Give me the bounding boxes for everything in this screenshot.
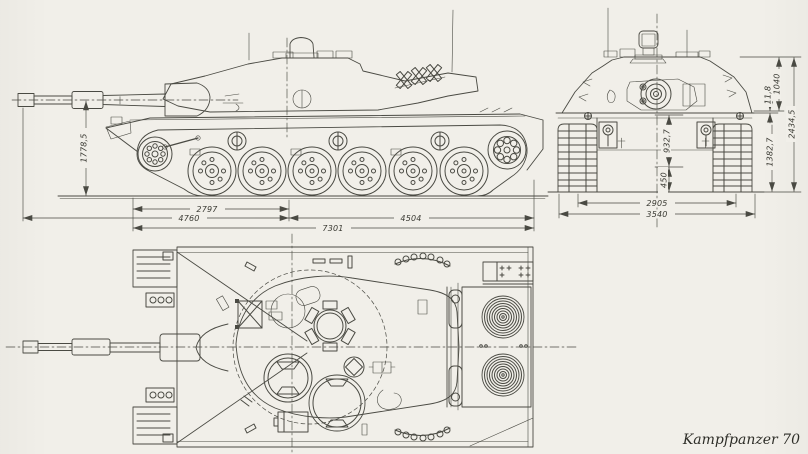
dim-ground-clearance: 450 <box>660 172 669 188</box>
hull-top <box>132 246 534 448</box>
suspension-mounts <box>598 121 716 149</box>
front-roof-fittings <box>603 7 711 64</box>
idler-wheel <box>137 136 173 172</box>
periscope-rotor <box>343 356 365 378</box>
mantlet-facet <box>626 78 698 111</box>
dim-hull-mid-height: 932,7 <box>663 128 672 153</box>
fender-bolts <box>584 112 744 120</box>
commander-cupola-top <box>304 300 356 352</box>
dim-rear-section: 4504 <box>400 214 421 223</box>
caption-title: Kampfpanzer 70 <box>682 432 800 448</box>
tow-cable-cluster <box>394 426 451 442</box>
mantlet-top <box>195 323 229 372</box>
headlight-cluster <box>132 249 178 288</box>
coax-port <box>682 83 706 107</box>
cooling-fan <box>481 353 525 397</box>
turret-side <box>162 9 479 113</box>
gun-mantlet-side <box>164 82 211 117</box>
dim-hull-height: 1382,7 <box>766 137 775 167</box>
loader-hatch <box>308 374 366 432</box>
commander-cupola-side <box>289 37 315 58</box>
smoke-launchers-side <box>395 63 443 90</box>
dim-overall-height: 2434,5 <box>788 109 797 138</box>
front-view: 932,7 450 1040 11,8 <box>547 7 802 229</box>
tow-cable-cluster <box>394 252 451 268</box>
bow-fittings <box>145 292 175 403</box>
dim-overall-width: 3540 <box>646 210 667 219</box>
turret-front <box>561 56 753 114</box>
dim-gap: 11,8 <box>764 86 773 105</box>
headlight-cluster <box>132 406 178 445</box>
cooling-fan <box>481 295 525 339</box>
turret-ring <box>232 269 388 425</box>
hull-side <box>105 107 544 171</box>
front-view-dimensions: 932,7 450 1040 11,8 <box>558 56 802 219</box>
return-rollers <box>227 131 450 151</box>
headlight-side <box>110 116 123 125</box>
exhaust-boxes <box>448 289 463 407</box>
tracks-front <box>557 123 753 193</box>
top-view <box>5 233 579 453</box>
track-side <box>136 124 528 197</box>
side-view: 1778,5 2797 4760 4504 7301 <box>11 9 549 233</box>
dim-track-contact: 2797 <box>196 205 218 214</box>
engine-deck-top <box>446 261 534 411</box>
running-gear-side <box>136 124 528 197</box>
rear-grille <box>482 261 534 285</box>
road-wheels <box>187 146 489 196</box>
dim-turret-height: 1040 <box>773 73 782 94</box>
turret-top <box>232 269 460 432</box>
shock-absorber <box>164 137 199 148</box>
drive-sprocket <box>487 130 527 170</box>
gun-barrel-top <box>22 323 229 372</box>
lifting-hooks <box>578 74 737 102</box>
gun-mount-circle <box>263 353 313 403</box>
gunner-sight <box>270 293 306 329</box>
cable-conduit <box>377 389 402 410</box>
gun-mount-front <box>639 78 672 110</box>
driver-hatch <box>235 299 263 329</box>
stowage-box <box>273 411 309 433</box>
dim-gun-axis-height: 1778,5 <box>80 133 89 162</box>
grab-handles <box>240 255 353 434</box>
antenna-icon <box>451 9 454 73</box>
side-view-dimensions: 1778,5 2797 4760 4504 7301 <box>22 100 535 233</box>
dim-track-centers: 2905 <box>646 199 667 208</box>
dim-overall-length: 7301 <box>322 224 343 233</box>
dim-front-section: 4760 <box>178 214 199 223</box>
